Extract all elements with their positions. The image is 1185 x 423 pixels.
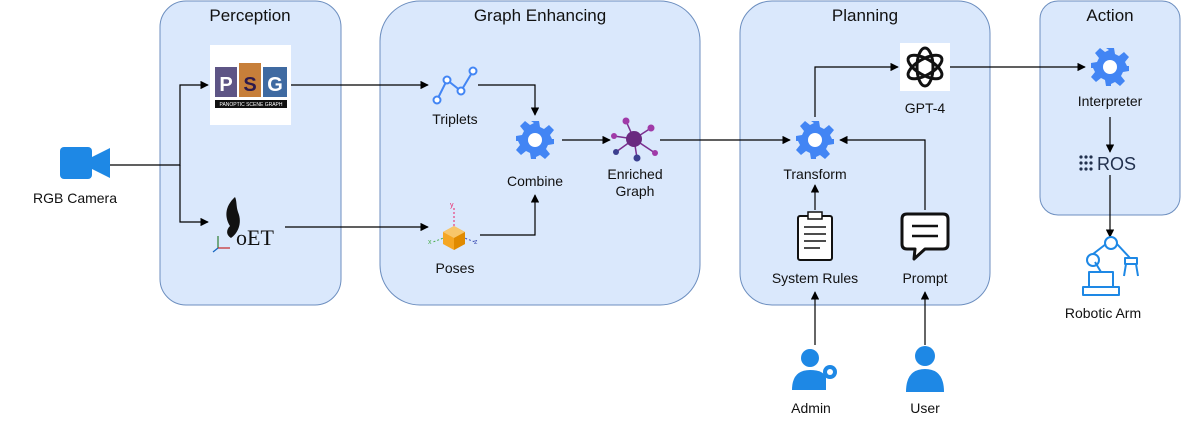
panel-title-perception: Perception [209,6,290,25]
svg-text:x: x [428,239,432,246]
clipboard-icon [797,211,833,261]
triplets-icon [432,66,478,105]
label-gpt4: GPT-4 [905,100,946,116]
chat-bubble-icon [900,212,950,261]
panel-title-planning: Planning [832,6,898,25]
label-enriched-graph-line2: Graph [616,183,655,199]
panel-title-graph-enhancing: Graph Enhancing [474,6,606,25]
openai-logo-icon [900,43,950,91]
label-prompt: Prompt [902,270,947,286]
svg-text:z: z [474,239,478,246]
label-poses: Poses [436,260,475,276]
psg-letter-p: P [219,74,232,96]
label-admin: Admin [791,400,831,416]
enriched-graph-icon [611,117,658,162]
label-user: User [910,400,940,416]
label-transform: Transform [783,166,846,182]
psg-caption: PANOPTIC SCENE GRAPH [220,102,283,108]
label-robotic-arm: Robotic Arm [1065,305,1141,321]
user-icon [906,346,944,392]
panel-action: Action [1039,0,1181,216]
camera-icon [60,147,110,179]
psg-letter-s: S [243,74,256,96]
foundation-pose-text: oET [236,225,274,250]
admin-icon [792,349,837,390]
psg-letter-g: G [267,74,283,96]
edges [110,62,1115,345]
svg-text:y: y [450,202,454,209]
transform-gear-icon [796,121,834,159]
ros-logo: ROS [1079,154,1136,174]
edge-triplets-combine [478,84,540,116]
label-enriched-graph-line1: Enriched [607,166,662,182]
panel-title-action: Action [1086,6,1133,25]
ros-text: ROS [1097,154,1136,174]
panel-planning: Planning [739,0,991,306]
label-system-rules: System Rules [772,270,858,286]
label-triplets: Triplets [432,111,477,127]
psg-logo: P S G PANOPTIC SCENE GRAPH [210,45,291,125]
interpreter-gear-icon [1091,48,1129,86]
label-rgb-camera: RGB Camera [33,190,117,206]
label-combine: Combine [507,173,563,189]
panel-perception: Perception [159,0,342,306]
robotic-arm-icon [1082,236,1139,296]
edge-transform-gpt4 [814,62,899,117]
combine-gear-icon [516,121,554,159]
poses-icon: y x z [428,202,478,250]
label-interpreter: Interpreter [1078,93,1143,109]
edge-camera-psg [110,80,209,166]
edge-prompt-transform [839,135,926,210]
edge-camera-foundationpose [179,165,209,227]
foundation-pose-logo: oET [212,197,274,253]
edge-poses-combine [480,194,540,236]
